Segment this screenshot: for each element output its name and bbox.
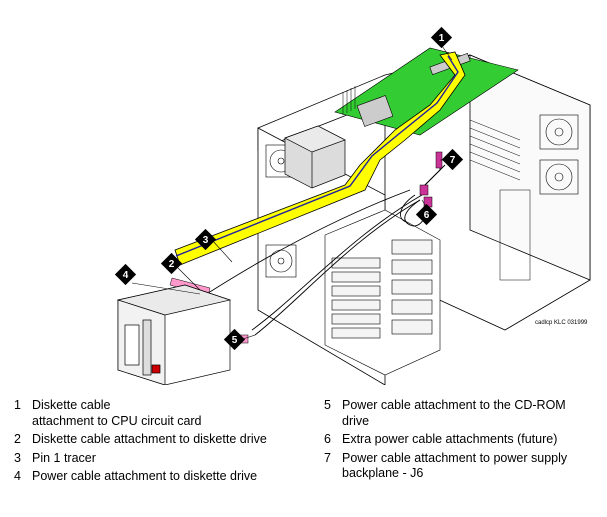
- callout-1-label: 1: [439, 33, 445, 44]
- legend-number: 5: [324, 398, 331, 412]
- legend-number: 4: [14, 469, 21, 483]
- callout-4: 4: [114, 263, 137, 286]
- computer-chassis-diagram: 1 2 3 4 5 6 7 cadlcp KLC 031999: [114, 26, 591, 385]
- figure-credit: cadlcp KLC 031999: [535, 320, 588, 326]
- legend-column-left: 1 Diskette cable attachment to CPU circu…: [14, 398, 314, 488]
- legend-text: Pin 1 tracer: [32, 450, 96, 465]
- callout-6-label: 6: [424, 210, 430, 221]
- legend-number: 7: [324, 450, 331, 465]
- legend-text: Diskette cable attachment to diskette dr…: [32, 432, 267, 446]
- power-supply: [284, 125, 346, 189]
- rear-fans: [539, 114, 579, 195]
- legend-number: 2: [14, 432, 21, 446]
- legend-number: 6: [324, 432, 331, 446]
- legend-item: 3 Pin 1 tracer: [14, 451, 314, 467]
- legend-text: Extra power cable attachments (future): [342, 432, 558, 446]
- callout-4-label: 4: [123, 270, 129, 281]
- power-cable-bundle: [204, 155, 446, 336]
- legend-item: 6 Extra power cable attachments (future): [324, 432, 604, 448]
- legend-item: 7 Power cable attachment to power supply…: [324, 451, 604, 482]
- legend-number: 1: [14, 398, 21, 412]
- expansion-slots: [469, 119, 531, 281]
- legend-item: 1 Diskette cable attachment to CPU circu…: [14, 398, 314, 429]
- legend-text: Power cable attachment to the CD-ROM dri…: [342, 398, 566, 428]
- callout-7-label: 7: [450, 155, 456, 166]
- legend-text: Diskette cable attachment to CPU circuit…: [32, 398, 202, 428]
- drive-cage: [324, 209, 441, 376]
- legend-column-right: 5 Power cable attachment to the CD-ROM d…: [324, 398, 604, 485]
- callout-2-label: 2: [169, 259, 175, 270]
- callout-3: 3: [194, 228, 217, 251]
- legend-item: 4 Power cable attachment to diskette dri…: [14, 469, 314, 485]
- diskette-drive: [116, 284, 232, 385]
- legend-item: 5 Power cable attachment to the CD-ROM d…: [324, 398, 604, 429]
- callout-3-label: 3: [203, 235, 209, 246]
- legend-number: 3: [14, 450, 21, 465]
- legend-text: Power cable attachment to power supply b…: [342, 450, 568, 481]
- callout-1: 1: [430, 26, 453, 49]
- callout-legend: 1 Diskette cable attachment to CPU circu…: [0, 398, 607, 517]
- legend-item: 2 Diskette cable attachment to diskette …: [14, 432, 314, 448]
- callout-5-label: 5: [232, 335, 238, 346]
- legend-text: Power cable attachment to diskette drive: [32, 469, 258, 483]
